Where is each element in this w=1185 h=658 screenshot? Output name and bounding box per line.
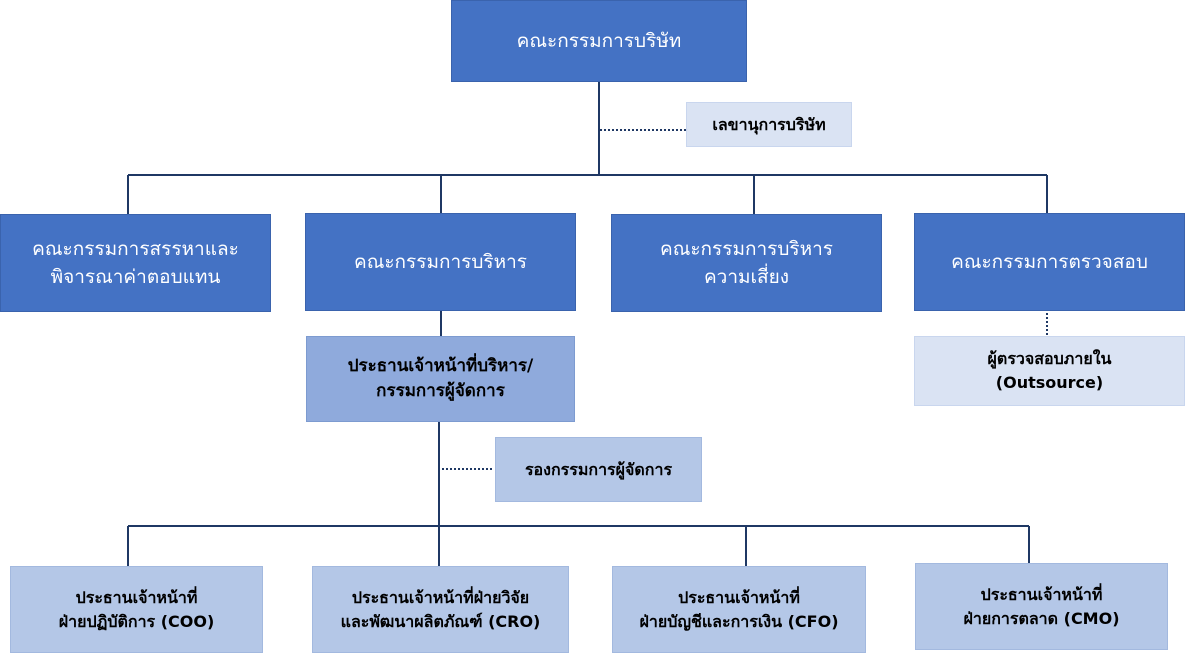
internal-audit-line2: (Outsource)	[995, 373, 1104, 392]
officer-line1: ประธานเจ้าหน้าที่ฝ่ายวิจัย	[351, 587, 530, 607]
internal-audit-box: ผู้ตรวจสอบภายใน (Outsource)	[914, 336, 1185, 406]
deputy-box: รองกรรมการผู้จัดการ	[495, 437, 702, 502]
committee-label-line1: คณะกรรมการสรรหาและ	[32, 237, 239, 260]
committee-label-line2: พิจารณาค่าตอบแทน	[50, 266, 221, 288]
officer-line1: ประธานเจ้าหน้าที่	[980, 584, 1103, 604]
committee-box-risk: คณะกรรมการบริหาร ความเสี่ยง	[611, 214, 882, 312]
committee-label-line1: คณะกรรมการบริหาร	[353, 250, 528, 273]
ceo-box: ประธานเจ้าหน้าที่บริหาร/ กรรมการผู้จัดกา…	[306, 336, 575, 422]
officer-line2: และพัฒนาผลิตภัณฑ์ (CRO)	[340, 611, 541, 631]
deputy-label: รองกรรมการผู้จัดการ	[524, 459, 673, 479]
officer-line2: ฝ่ายบัญชีและการเงิน (CFO)	[639, 611, 839, 631]
committee-box-executive: คณะกรรมการบริหาร	[305, 213, 576, 311]
internal-audit-line1: ผู้ตรวจสอบภายใน	[987, 349, 1112, 368]
secretary-box: เลขานุการบริษัท	[686, 102, 852, 147]
officer-box-cro: ประธานเจ้าหน้าที่ฝ่ายวิจัย และพัฒนาผลิตภ…	[312, 566, 569, 653]
committee-label-line1: คณะกรรมการบริหาร	[659, 237, 834, 260]
officer-line2: ฝ่ายการตลาด (CMO)	[963, 608, 1120, 628]
board-box: คณะกรรมการบริษัท	[451, 0, 747, 82]
secretary-label: เลขานุการบริษัท	[712, 114, 826, 134]
committee-box-audit: คณะกรรมการตรวจสอบ	[914, 213, 1185, 311]
officer-line2: ฝ่ายปฏิบัติการ (COO)	[58, 611, 215, 631]
ceo-line2: กรรมการผู้จัดการ	[376, 381, 505, 401]
committee-box-nomination: คณะกรรมการสรรหาและ พิจารณาค่าตอบแทน	[0, 214, 271, 312]
committee-label-line1: คณะกรรมการตรวจสอบ	[951, 250, 1148, 273]
committee-label-line2: ความเสี่ยง	[703, 266, 790, 288]
officer-box-cfo: ประธานเจ้าหน้าที่ ฝ่ายบัญชีและการเงิน (C…	[612, 566, 866, 653]
officer-box-cmo: ประธานเจ้าหน้าที่ ฝ่ายการตลาด (CMO)	[915, 563, 1168, 650]
officer-line1: ประธานเจ้าหน้าที่	[75, 587, 198, 607]
officer-line1: ประธานเจ้าหน้าที่	[678, 587, 800, 607]
officer-box-coo: ประธานเจ้าหน้าที่ ฝ่ายปฏิบัติการ (COO)	[10, 566, 263, 653]
ceo-line1: ประธานเจ้าหน้าที่บริหาร/	[347, 355, 534, 376]
board-label: คณะกรรมการบริษัท	[516, 29, 682, 52]
